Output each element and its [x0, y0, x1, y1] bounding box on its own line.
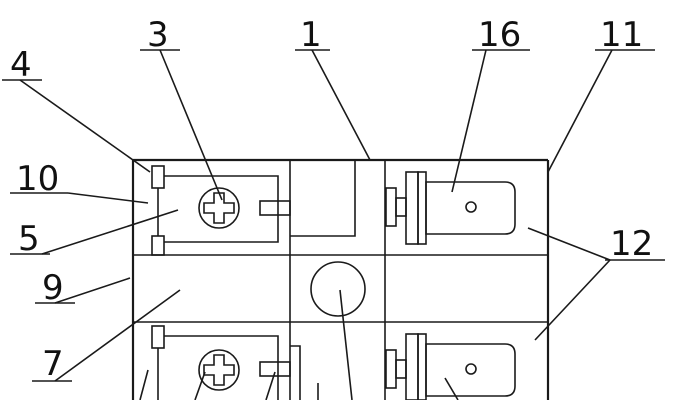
upper-motor-shaft-collar: [395, 197, 407, 217]
lower-motor-flange-right: [417, 333, 427, 400]
leader-11: [547, 49, 613, 173]
lower-inner-bracket: [290, 345, 301, 400]
leader-3: [159, 49, 223, 201]
upper-screw-head: [198, 187, 240, 229]
upper-middle-assembly: [290, 160, 356, 237]
leader-1: [311, 49, 371, 161]
upper-tab: [259, 200, 291, 216]
callout-label-1: 1: [300, 15, 322, 55]
upper-motor-hole: [465, 201, 477, 213]
lower-leader-a: [139, 369, 149, 400]
middle-assembly: [310, 261, 366, 400]
leader-9: [54, 277, 131, 304]
upper-motor: [385, 171, 516, 245]
lower-motor-flange-left: [405, 333, 419, 400]
lower-pin-top: [151, 325, 165, 349]
lower-left-assembly: [139, 325, 291, 400]
upper-bracket: [164, 175, 279, 243]
callout-label-7: 7: [42, 344, 64, 384]
leader-5: [41, 209, 179, 255]
main-frame: [131, 158, 550, 400]
leader-lines: [19, 49, 613, 382]
lower-leader-c: [265, 371, 276, 400]
callout-label-12: 12: [610, 224, 653, 264]
leader-4: [19, 79, 151, 173]
lower-motor-leader: [444, 377, 459, 400]
leader-7: [54, 289, 181, 382]
leader-12-upper: [527, 227, 611, 261]
lower-leader-b: [194, 371, 206, 400]
upper-motor-flange-left: [405, 171, 419, 245]
middle-leader: [339, 289, 353, 400]
upper-l-bracket: [290, 160, 356, 237]
callout-label-16: 16: [478, 15, 521, 55]
lower-motor-end-plate: [385, 349, 397, 389]
callout-label-9: 9: [42, 268, 64, 308]
upper-cross-slot-icon: [203, 192, 235, 224]
lower-middle-assembly: [290, 345, 319, 400]
callout-label-11: 11: [600, 15, 643, 55]
upper-motor-body: [425, 181, 516, 235]
lower-motor-hole: [465, 363, 477, 375]
leader-12-lower: [534, 259, 611, 341]
label-underlines: [2, 49, 665, 382]
callout-label-3: 3: [147, 15, 169, 55]
leader-16: [451, 49, 487, 193]
callout-label-5: 5: [18, 219, 40, 259]
lower-bracket: [164, 335, 279, 400]
lower-motor-shaft-collar: [395, 359, 407, 379]
upper-pin-bottom: [151, 235, 165, 256]
middle-round-part: [310, 261, 366, 317]
lower-motor-body: [425, 343, 516, 397]
lower-screw-head: [198, 349, 240, 391]
upper-pin-top: [151, 165, 165, 189]
lower-motor: [385, 333, 516, 400]
upper-left-assembly: [151, 165, 291, 256]
lower-tab: [259, 361, 291, 377]
leader-10: [67, 192, 149, 204]
callout-label-4: 4: [10, 45, 32, 85]
upper-motor-end-plate: [385, 187, 397, 227]
lower-cross-slot-icon: [203, 354, 235, 386]
upper-motor-flange-right: [417, 171, 427, 245]
